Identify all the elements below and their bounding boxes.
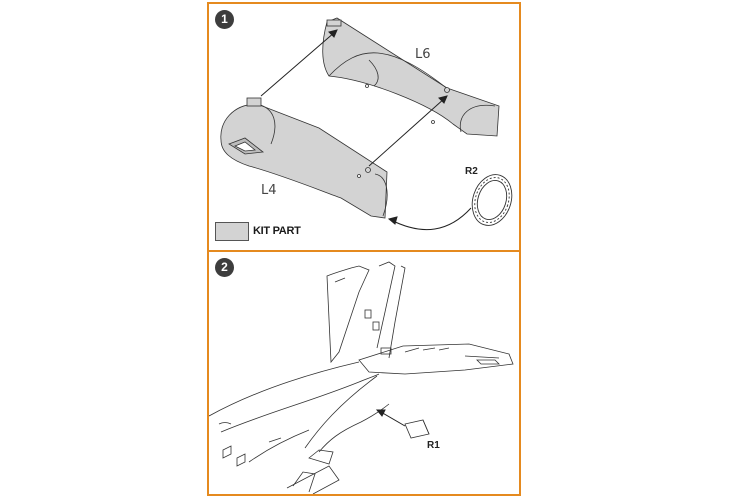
- step-2-panel: 2: [207, 250, 521, 496]
- part-label-l4: L4: [261, 183, 277, 198]
- step-1-illustration: L6 L4 R2: [220, 17, 513, 231]
- step-number-badge: 2: [215, 258, 234, 277]
- part-label-l6: L6: [415, 47, 431, 62]
- kit-part-swatch: [215, 222, 249, 241]
- step-2-illustration: R1: [209, 261, 514, 494]
- part-r2-drawing: [471, 174, 513, 226]
- aircraft-tail-drawing: [209, 261, 514, 494]
- assembly-arrows: [260, 29, 472, 231]
- step-1-panel: 1: [207, 2, 521, 252]
- part-label-r2: R2: [465, 166, 478, 177]
- kit-part-legend-label: KIT PART: [253, 225, 301, 237]
- part-r1-drawing: [404, 419, 430, 439]
- step-number-badge: 1: [215, 10, 234, 29]
- part-label-r1: R1: [427, 440, 440, 451]
- part-l6-drawing: [322, 17, 500, 137]
- assembly-arrow-r1: [375, 409, 406, 427]
- part-l4-drawing: [220, 97, 388, 219]
